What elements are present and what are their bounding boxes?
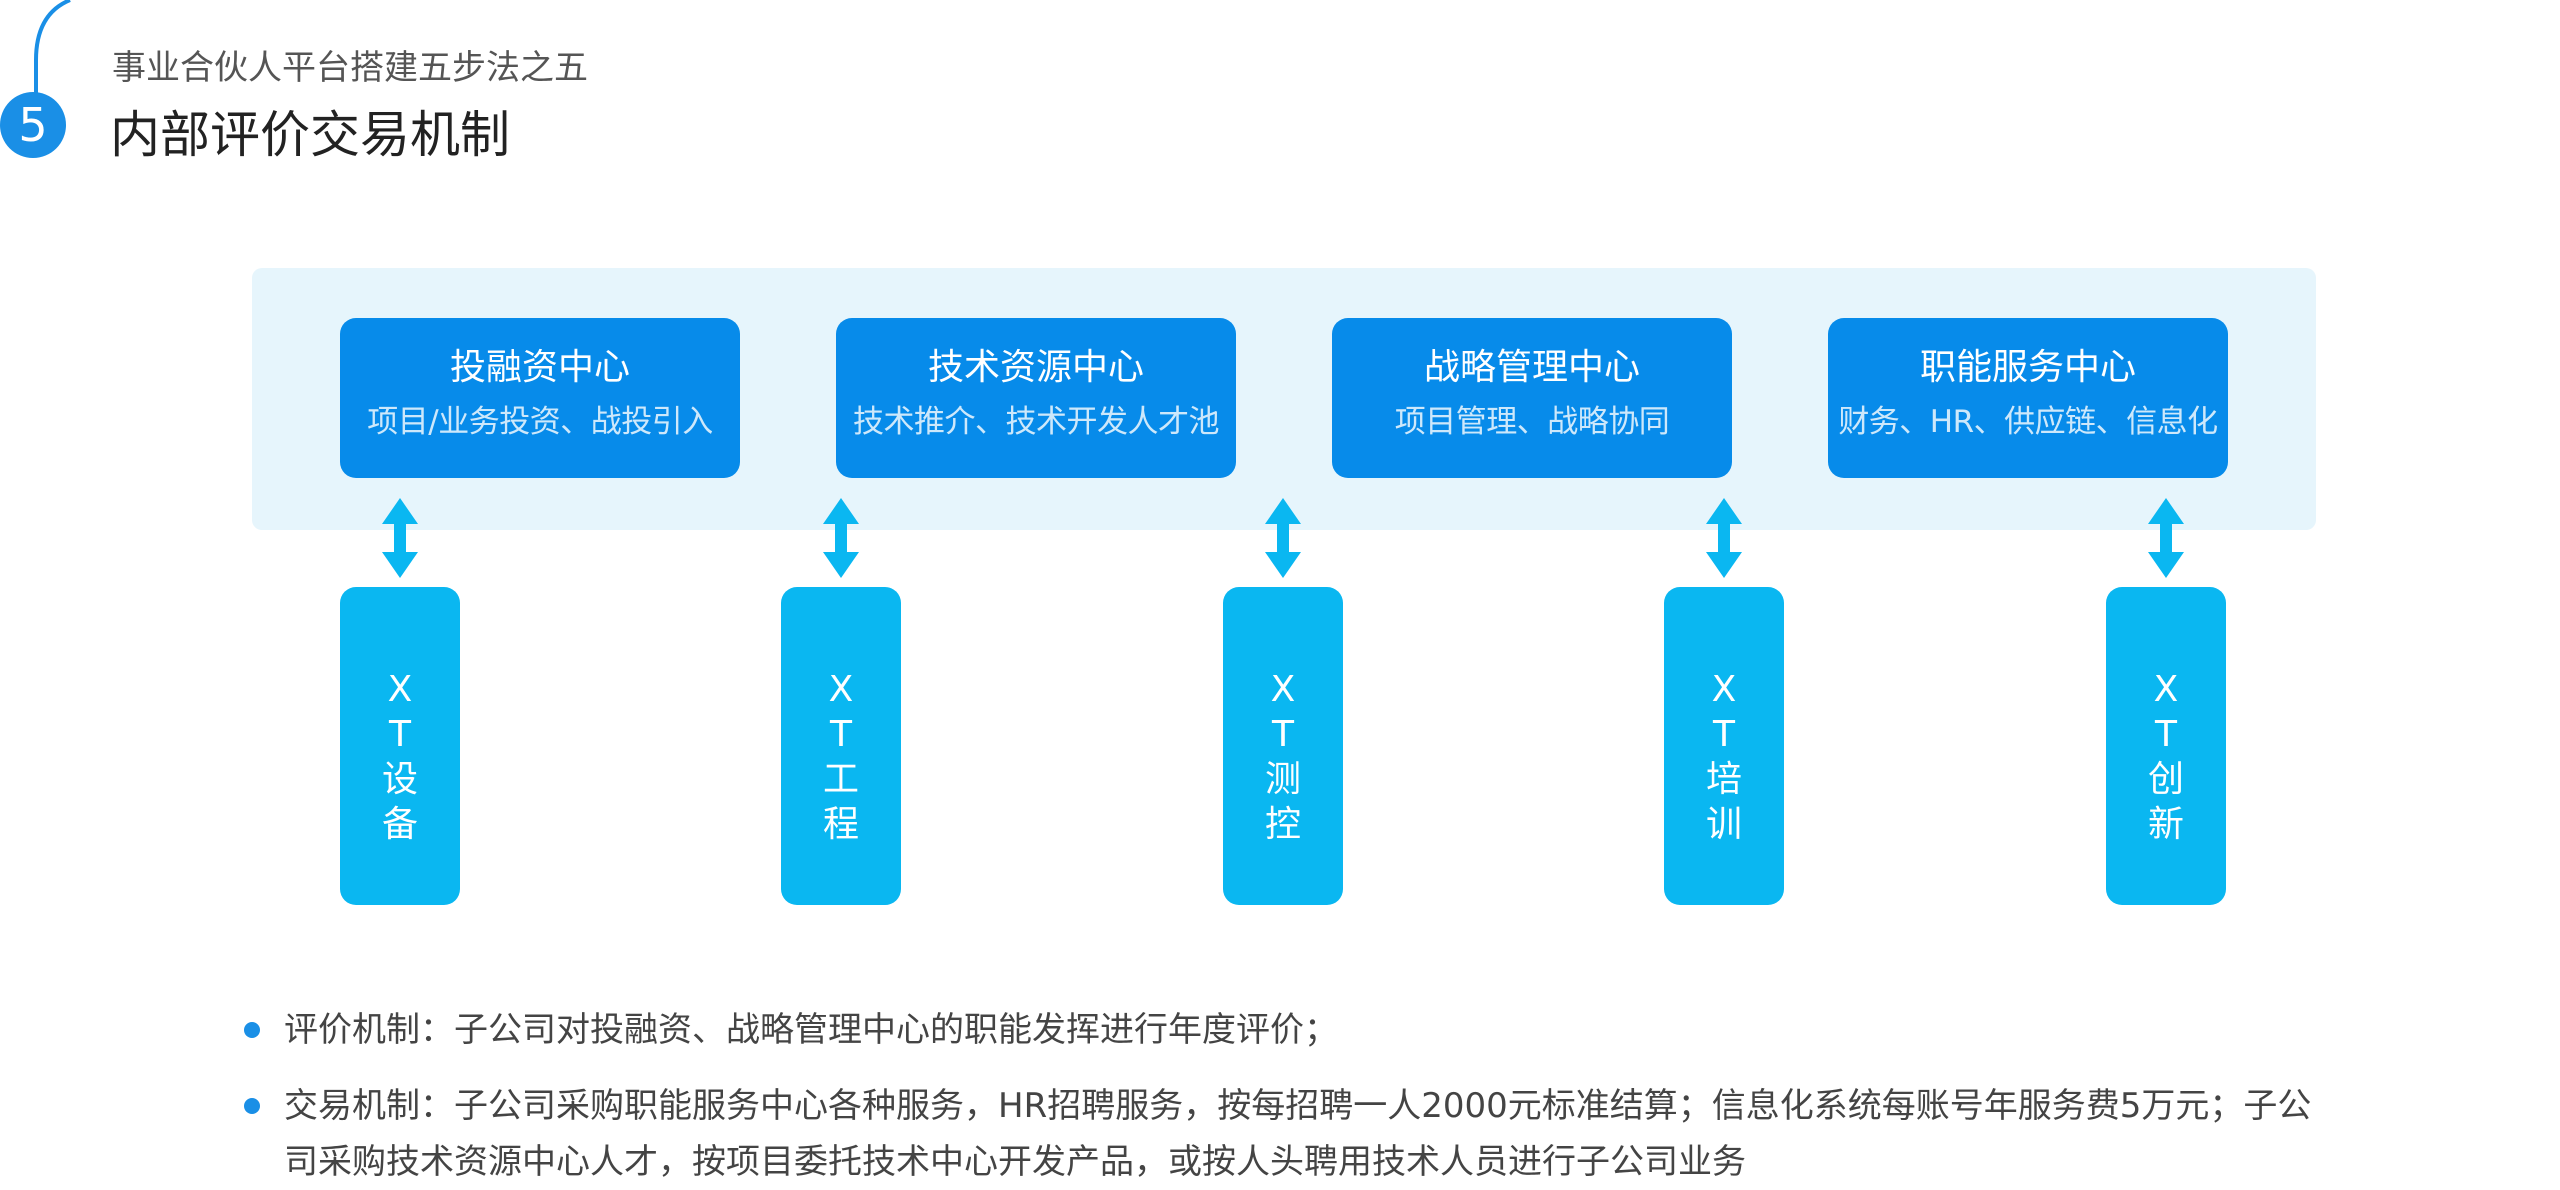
- double-arrow-icon: [2148, 498, 2184, 578]
- subsidiary-label: X T 测 控: [1264, 669, 1301, 845]
- center-box-strategy: 战略管理中心 项目管理、战略协同: [1332, 318, 1732, 478]
- double-arrow-icon: [1706, 498, 1742, 578]
- center-name: 技术资源中心: [927, 347, 1144, 388]
- center-name: 战略管理中心: [1423, 347, 1640, 388]
- bullet-transaction: 交易机制：子公司采购职能服务中心各种服务，HR招聘服务，按每招聘一人2000元标…: [284, 1086, 2312, 1182]
- subsidiary-box-engineering: X T 工 程: [781, 587, 901, 905]
- center-box-services: 职能服务中心 财务、HR、供应链、信息化: [1828, 318, 2228, 478]
- bullet-dot: [244, 1022, 260, 1038]
- center-desc: 项目管理、战略协同: [1394, 404, 1670, 440]
- bullet-evaluation: 评价机制：子公司对投融资、战略管理中心的职能发挥进行年度评价；: [284, 1010, 1338, 1050]
- subsidiary-box-measurement: X T 测 控: [1223, 587, 1343, 905]
- center-name: 投融资中心: [449, 347, 630, 388]
- center-desc: 财务、HR、供应链、信息化: [1838, 404, 2218, 440]
- center-box-technology: 技术资源中心 技术推介、技术开发人才池: [836, 318, 1236, 478]
- center-box-investment: 投融资中心 项目/业务投资、战投引入: [340, 318, 740, 478]
- page-title: 内部评价交易机制: [110, 106, 510, 164]
- step-number-badge: 5: [0, 92, 66, 158]
- center-name: 职能服务中心: [1919, 347, 2136, 388]
- subsidiary-box-innovation: X T 创 新: [2106, 587, 2226, 905]
- subsidiary-label: X T 培 训: [1705, 669, 1742, 845]
- double-arrow-icon: [382, 498, 418, 578]
- subsidiary-label: X T 设 备: [381, 669, 418, 845]
- double-arrow-icon: [823, 498, 859, 578]
- double-arrow-icon: [1265, 498, 1301, 578]
- subsidiary-label: X T 创 新: [2147, 669, 2184, 845]
- subsidiary-box-training: X T 培 训: [1664, 587, 1784, 905]
- header-curve-decoration: [34, 0, 71, 98]
- subsidiary-box-equipment: X T 设 备: [340, 587, 460, 905]
- bullet-dot: [244, 1098, 260, 1114]
- page-subtitle: 事业合伙人平台搭建五步法之五: [112, 48, 588, 88]
- center-desc: 技术推介、技术开发人才池: [853, 404, 1220, 440]
- subsidiary-label: X T 工 程: [822, 669, 859, 845]
- center-desc: 项目/业务投资、战投引入: [367, 404, 713, 440]
